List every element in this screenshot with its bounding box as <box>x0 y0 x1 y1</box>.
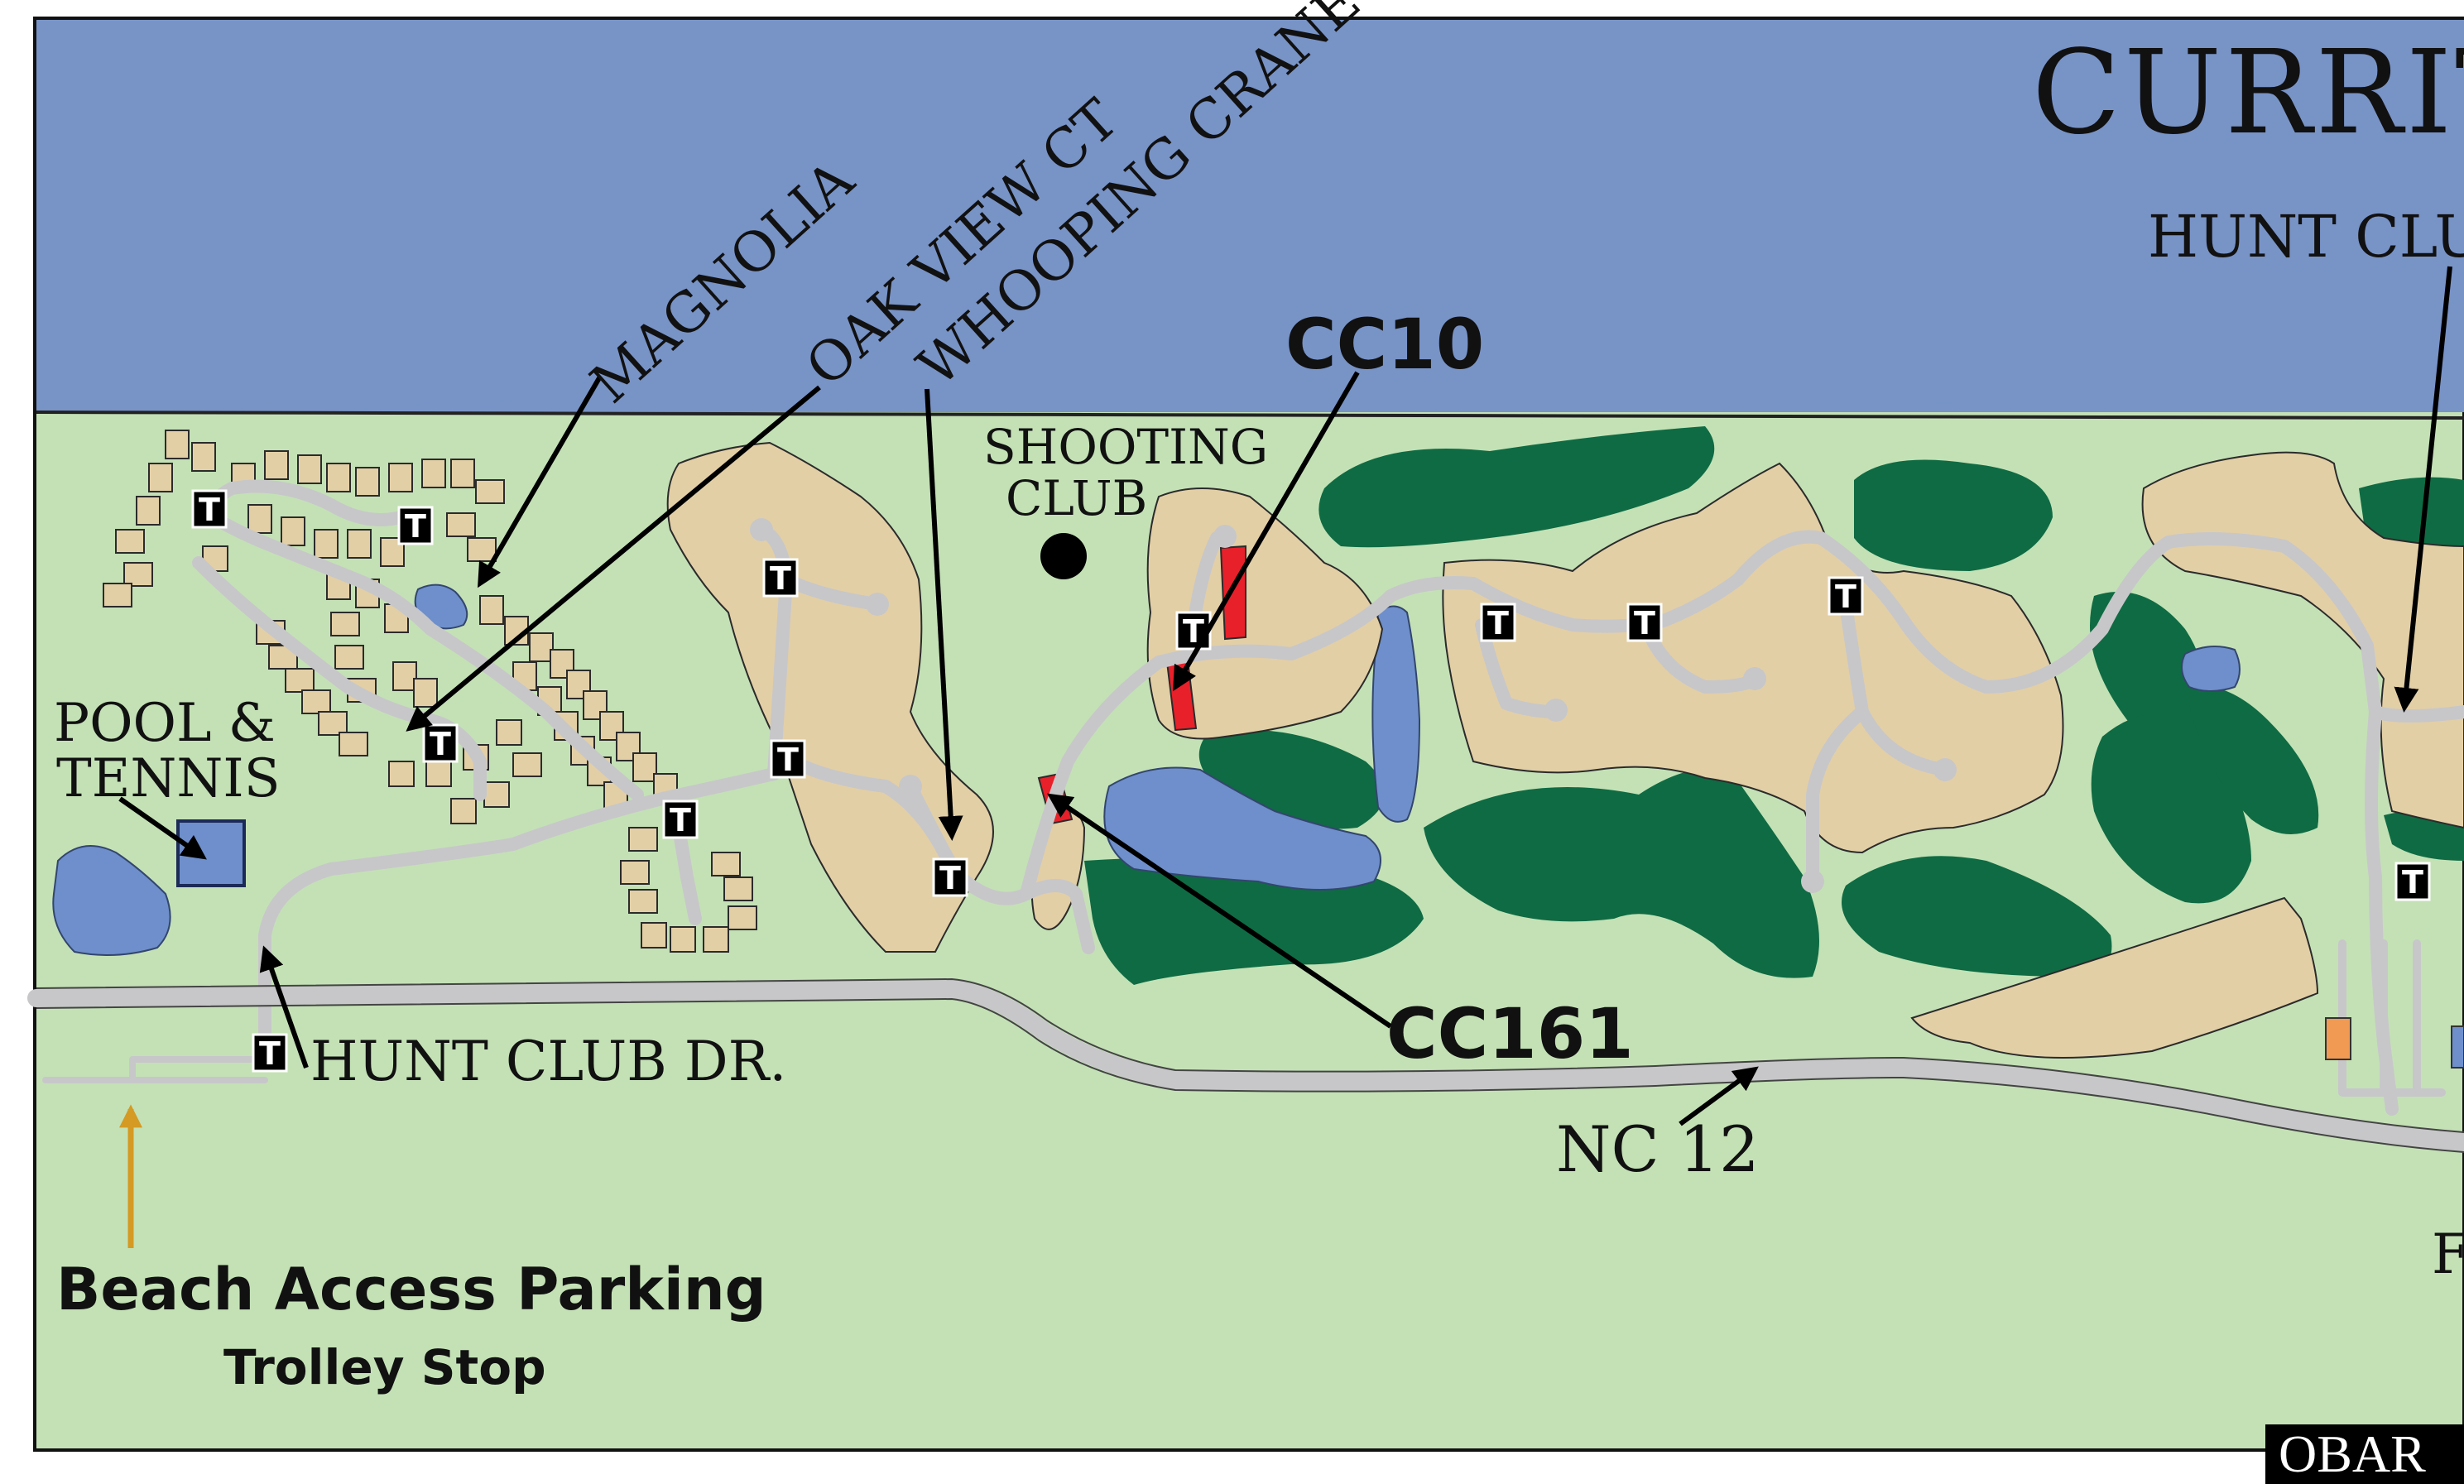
shooting-club-label-1: SHOOTING <box>983 419 1268 475</box>
trolley-stop-letter: T <box>2402 864 2423 900</box>
pointer-arrow-icon <box>1679 1066 1759 1126</box>
lot-area <box>1910 896 2319 1059</box>
neighborhood-road <box>1805 705 1869 884</box>
neighborhood-road <box>200 507 644 801</box>
whooping-crane-road <box>1020 530 2464 900</box>
hunt-club-dr-road <box>27 980 2464 1151</box>
hunt-club-dr-label: HUNT CLUB DR. <box>310 1030 786 1093</box>
pointer-arrow-icon <box>925 388 963 841</box>
golf-area <box>1842 856 2112 977</box>
pointer-arrow-icon <box>2394 266 2452 713</box>
road-edge <box>36 997 2464 1153</box>
pointer-arrow-icon <box>259 945 309 1069</box>
trolley-stop-icon: T <box>252 1033 288 1073</box>
shooting-club-label-2: CLUB <box>1006 470 1147 526</box>
trolley-stop-icon: T <box>191 489 228 529</box>
trolley-stop-icon: T <box>662 800 699 839</box>
pond <box>2181 646 2241 692</box>
building <box>2451 1025 2464 1069</box>
lot-area <box>2141 451 2464 829</box>
nc12-label: NC 12 <box>1556 1112 1760 1186</box>
trolley-stop-icon: T <box>2394 862 2431 901</box>
trolley-stop-letter: T <box>1835 579 1856 615</box>
pointer-arrow-icon <box>477 375 603 588</box>
shooting-club-dot-icon <box>1040 533 1087 579</box>
neighborhood-road <box>2338 939 2446 1097</box>
trolley-stop-icon: T <box>1626 603 1663 642</box>
trolley-stop-letter: T <box>259 1035 281 1072</box>
ponds <box>52 584 2241 956</box>
trolley-stop-icon: T <box>1828 576 1864 616</box>
edge-fragment-label: F <box>2432 1222 2464 1286</box>
pool <box>176 819 246 887</box>
trolley-stop-icon: T <box>422 723 459 763</box>
trolley-stops: T T T T T T T T T T T T T <box>191 489 2431 1073</box>
trolley-stop-icon: T <box>762 558 799 598</box>
trolley-stop-letter: T <box>1634 605 1655 641</box>
neighborhood-road <box>1475 618 1563 718</box>
golf-area <box>1318 426 1715 548</box>
trolley-stop-letter: T <box>430 726 451 762</box>
pond <box>52 845 171 956</box>
hunt-club-top-label: HUNT CLUB <box>2148 203 2464 271</box>
golf-area <box>2185 685 2319 834</box>
trolley-stop-icon: T <box>932 857 968 897</box>
neighborhood-road <box>672 821 702 925</box>
currituck-sound <box>36 20 2464 412</box>
cul-de-sacs <box>750 518 1957 893</box>
trolley-stop-letter: T <box>777 742 799 778</box>
pool-tennis-label-1: POOL & <box>54 693 276 754</box>
trolley-stop-letter: T <box>939 860 961 896</box>
pointer-arrow-icon <box>1172 371 1360 692</box>
beach-parking-road <box>42 1056 268 1083</box>
golf-area <box>2090 592 2204 743</box>
cc10-label: CC10 <box>1285 304 1484 385</box>
nc12-road <box>258 767 781 1041</box>
trolley-stop-letter: T <box>199 492 220 528</box>
beach-access-label: Beach Access Parking <box>56 1256 766 1323</box>
trolley-stop-letter: T <box>1487 605 1509 641</box>
golf-area <box>1424 768 1819 978</box>
trolley-stop-icon: T <box>1175 611 1212 651</box>
trolley-stop-label: Trolley Stop <box>223 1339 546 1395</box>
sound-title-label: CURRITU <box>2032 26 2464 161</box>
pond <box>1103 766 1381 891</box>
pool-tennis-label-2: TENNIS <box>56 748 281 809</box>
trolley-stop-icon: T <box>1480 603 1516 642</box>
watermark-badge: OBAR <box>2265 1424 2464 1484</box>
lot-area <box>666 441 994 953</box>
trolley-stop-icon: T <box>770 739 806 779</box>
building <box>2325 1017 2351 1060</box>
golf-area <box>1854 459 2053 571</box>
trolley-stop-letter: T <box>670 802 691 838</box>
road-edge <box>36 977 2464 1133</box>
neighborhood-road <box>424 713 487 801</box>
cc161-label: CC161 <box>1386 993 1634 1074</box>
shoreline <box>36 411 2464 420</box>
pointer-arrow-icon <box>118 796 207 860</box>
trolley-stop-icon: T <box>397 506 434 545</box>
pointer-arrow-icon <box>406 385 821 732</box>
trolley-stop-letter: T <box>405 508 426 545</box>
lot-cc10 <box>1219 545 1246 641</box>
neighborhood-road <box>192 556 437 727</box>
trolley-stop-letter: T <box>770 560 791 597</box>
pointer-arrows <box>118 266 2452 1126</box>
pond <box>1371 605 1421 823</box>
pointer-arrow-icon <box>1047 793 1392 1029</box>
